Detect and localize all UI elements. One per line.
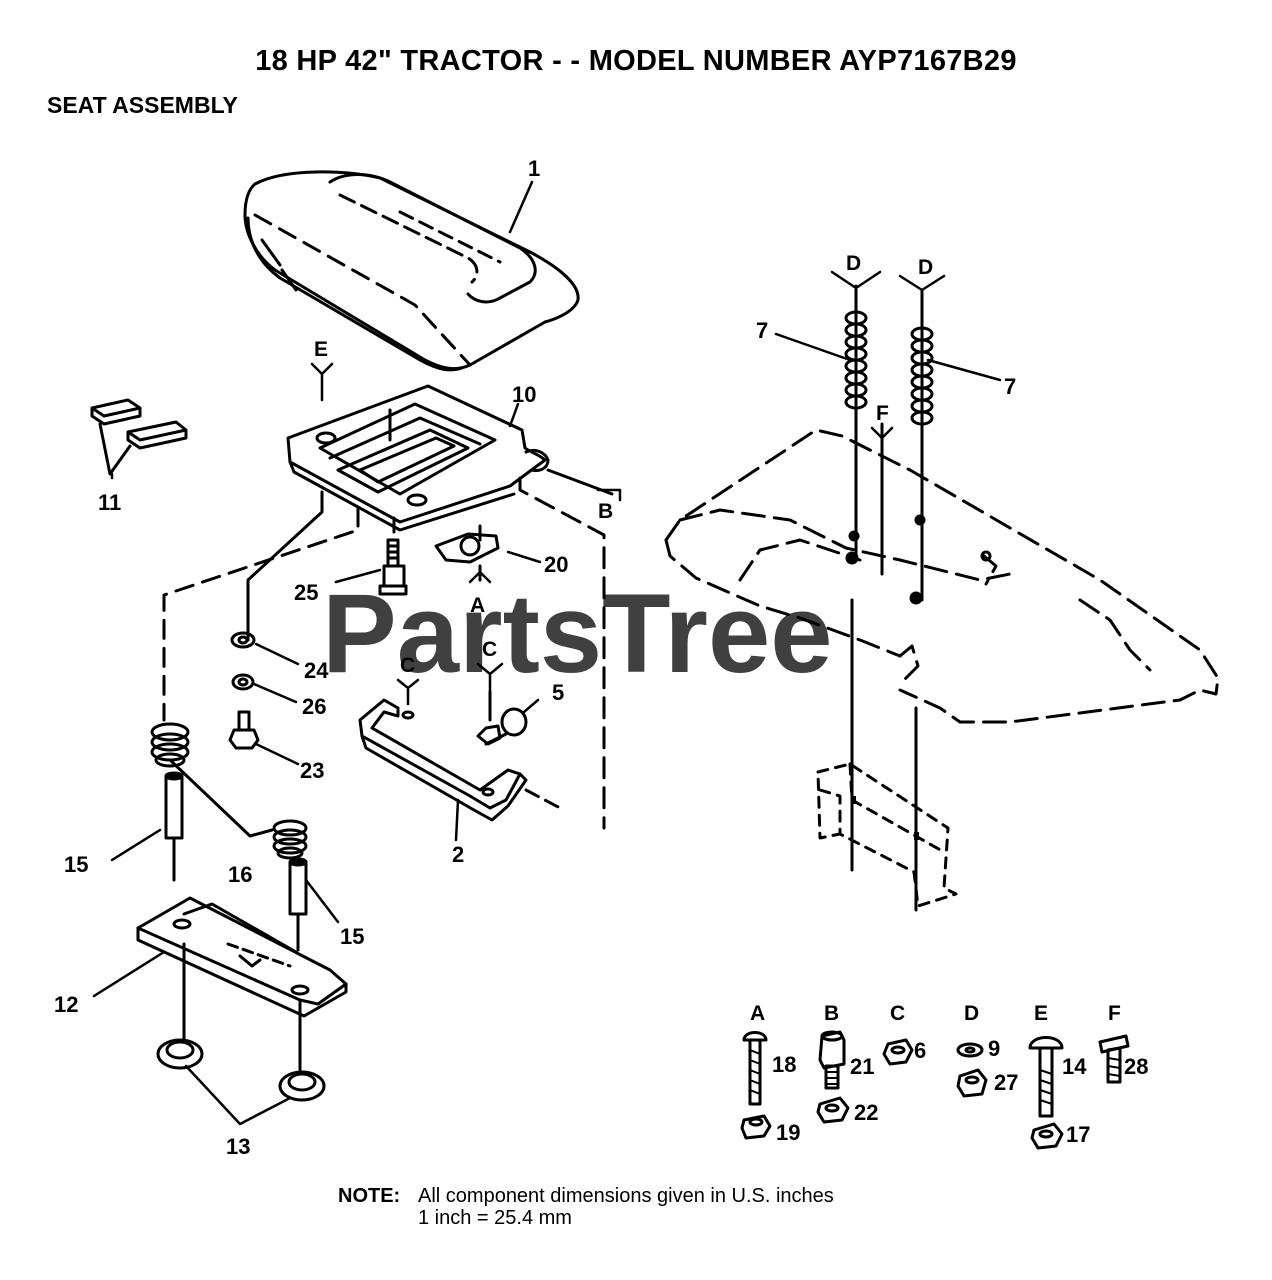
note-block: NOTE: All component dimensions given in U… (338, 1185, 834, 1229)
hardware-group-F: F 28 (1098, 1002, 1148, 1084)
hardware-part-6: 6 (914, 1038, 926, 1063)
ref-letter-F: F (876, 402, 889, 425)
base-plate-part-12 (136, 896, 348, 1018)
leader-16 (168, 758, 274, 838)
hardware-part-28: 28 (1124, 1054, 1148, 1079)
hardware-part-19: 19 (776, 1120, 800, 1145)
ref-letter-E: E (314, 338, 328, 361)
callout-10: 10 (512, 382, 536, 407)
hardware-group-B: B 21 22 (816, 1002, 878, 1125)
spacer-parts-15 (164, 771, 308, 952)
callout-15a: 15 (64, 852, 88, 877)
hardware-part-9: 9 (988, 1036, 1000, 1061)
pad-parts (90, 398, 188, 476)
bolt-part-25 (378, 538, 408, 596)
spring-part-16b (272, 819, 308, 860)
callout-13: 13 (226, 1134, 250, 1159)
bumper-parts-13 (156, 942, 326, 1102)
ref-letter-C-2: C (482, 638, 497, 661)
callout-12: 12 (54, 992, 78, 1017)
frame-bracket-outline (816, 762, 958, 908)
seat-cushion-part (243, 170, 580, 372)
callout-7b: 7 (1004, 374, 1016, 399)
ref-letter-C-1: C (400, 654, 415, 677)
fender-outline (664, 428, 1220, 724)
hardware-part-21: 21 (850, 1054, 874, 1079)
ref-letter-D-2: D (918, 256, 933, 279)
note-line-2: 1 inch = 25.4 mm (418, 1207, 572, 1229)
ref-markers (310, 270, 946, 706)
callout-15b: 15 (340, 924, 364, 949)
callout-16: 16 (228, 862, 252, 887)
hardware-group-C: C 6 (882, 1002, 926, 1066)
hardware-letter-C: C (890, 1002, 905, 1025)
ref-letter-B: B (598, 500, 613, 523)
section-title: SEAT ASSEMBLY (47, 92, 238, 118)
callout-25: 25 (294, 580, 318, 605)
hardware-part-18: 18 (772, 1052, 796, 1077)
watermark: PartsTree (322, 571, 833, 696)
hardware-group-A: A 18 19 (740, 1002, 800, 1145)
bracket-part-2 (358, 690, 562, 822)
hardware-letter-A: A (750, 1002, 765, 1025)
hardware-letter-F: F (1108, 1002, 1121, 1025)
hardware-letter-D: D (964, 1002, 979, 1025)
leader-lines (92, 180, 1002, 1126)
hardware-group-E: E 14 17 (1028, 1002, 1090, 1150)
hardware-legend: A 18 19 B 21 22 C 6 (740, 1002, 1148, 1150)
callout-2: 2 (452, 842, 464, 867)
callout-labels: 1 10 11 25 20 24 26 23 5 2 15 16 15 12 1… (54, 156, 1016, 1159)
hardware-part-17: 17 (1066, 1122, 1090, 1147)
callout-26: 26 (302, 694, 326, 719)
ref-letter-A: A (470, 594, 485, 617)
washer-parts (228, 631, 260, 750)
callout-5: 5 (552, 680, 564, 705)
callout-23: 23 (300, 758, 324, 783)
hardware-part-22: 22 (854, 1100, 878, 1125)
hardware-group-D: D 9 27 (956, 1002, 1018, 1098)
ref-letter-D-1: D (846, 252, 861, 275)
hardware-part-14: 14 (1062, 1054, 1087, 1079)
fender-hole (980, 550, 992, 562)
seat-pan-part (162, 384, 614, 830)
callout-1: 1 (528, 156, 540, 181)
hardware-letter-E: E (1034, 1002, 1048, 1025)
spring-part-16a (150, 722, 190, 768)
hardware-part-27: 27 (994, 1070, 1018, 1095)
callout-24: 24 (304, 658, 329, 683)
note-label: NOTE: (338, 1185, 401, 1207)
page-title: 18 HP 42" TRACTOR - - MODEL NUMBER AYP71… (255, 45, 1017, 77)
hardware-letter-B: B (824, 1002, 839, 1025)
callout-20: 20 (544, 552, 568, 577)
note-line-1: All component dimensions given in U.S. i… (418, 1185, 834, 1207)
ref-letter-labels: E A B C C D D F (314, 252, 933, 677)
callout-7a: 7 (756, 318, 768, 343)
callout-11: 11 (98, 490, 121, 515)
clamp-part-20 (434, 524, 500, 582)
